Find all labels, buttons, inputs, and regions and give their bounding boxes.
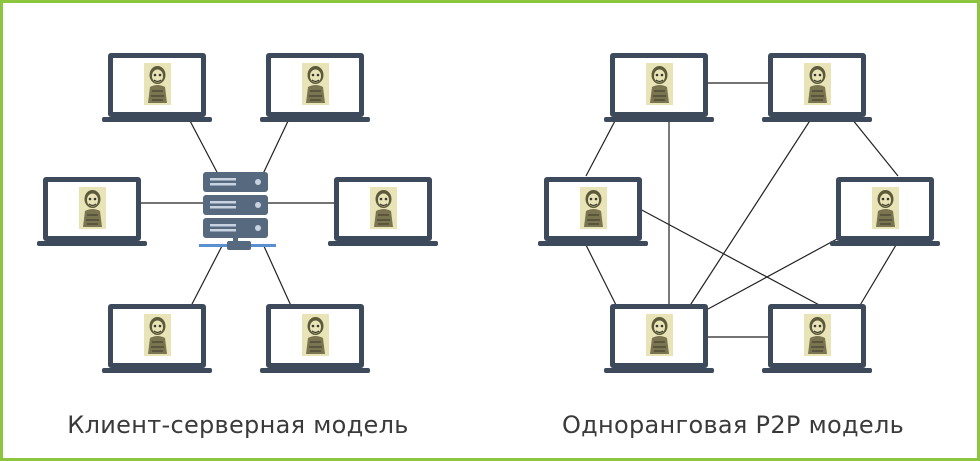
- peer-laptop-icon: [537, 176, 649, 247]
- client-laptop-icon: [259, 303, 371, 374]
- peer-laptop-icon: [603, 303, 715, 374]
- peer-laptop-icon: [603, 52, 715, 123]
- p2p-caption: Одноранговая P2P модель: [561, 411, 905, 439]
- client-laptop-icon: [259, 52, 371, 123]
- peer-laptop-icon: [761, 303, 873, 374]
- client-laptop-icon: [327, 176, 439, 247]
- network-diagrams: [36, 52, 941, 374]
- client-server-caption: Клиент-серверная модель: [67, 411, 409, 439]
- client-laptop-icon: [101, 303, 213, 374]
- client-laptop-icon: [36, 176, 148, 247]
- client-server-links: [141, 118, 334, 309]
- server-rack-icon: [199, 172, 276, 250]
- peer-laptop-icon: [761, 52, 873, 123]
- p2p-links: [585, 82, 899, 338]
- peer-laptop-icon: [829, 176, 941, 247]
- client-laptop-icon: [101, 52, 213, 123]
